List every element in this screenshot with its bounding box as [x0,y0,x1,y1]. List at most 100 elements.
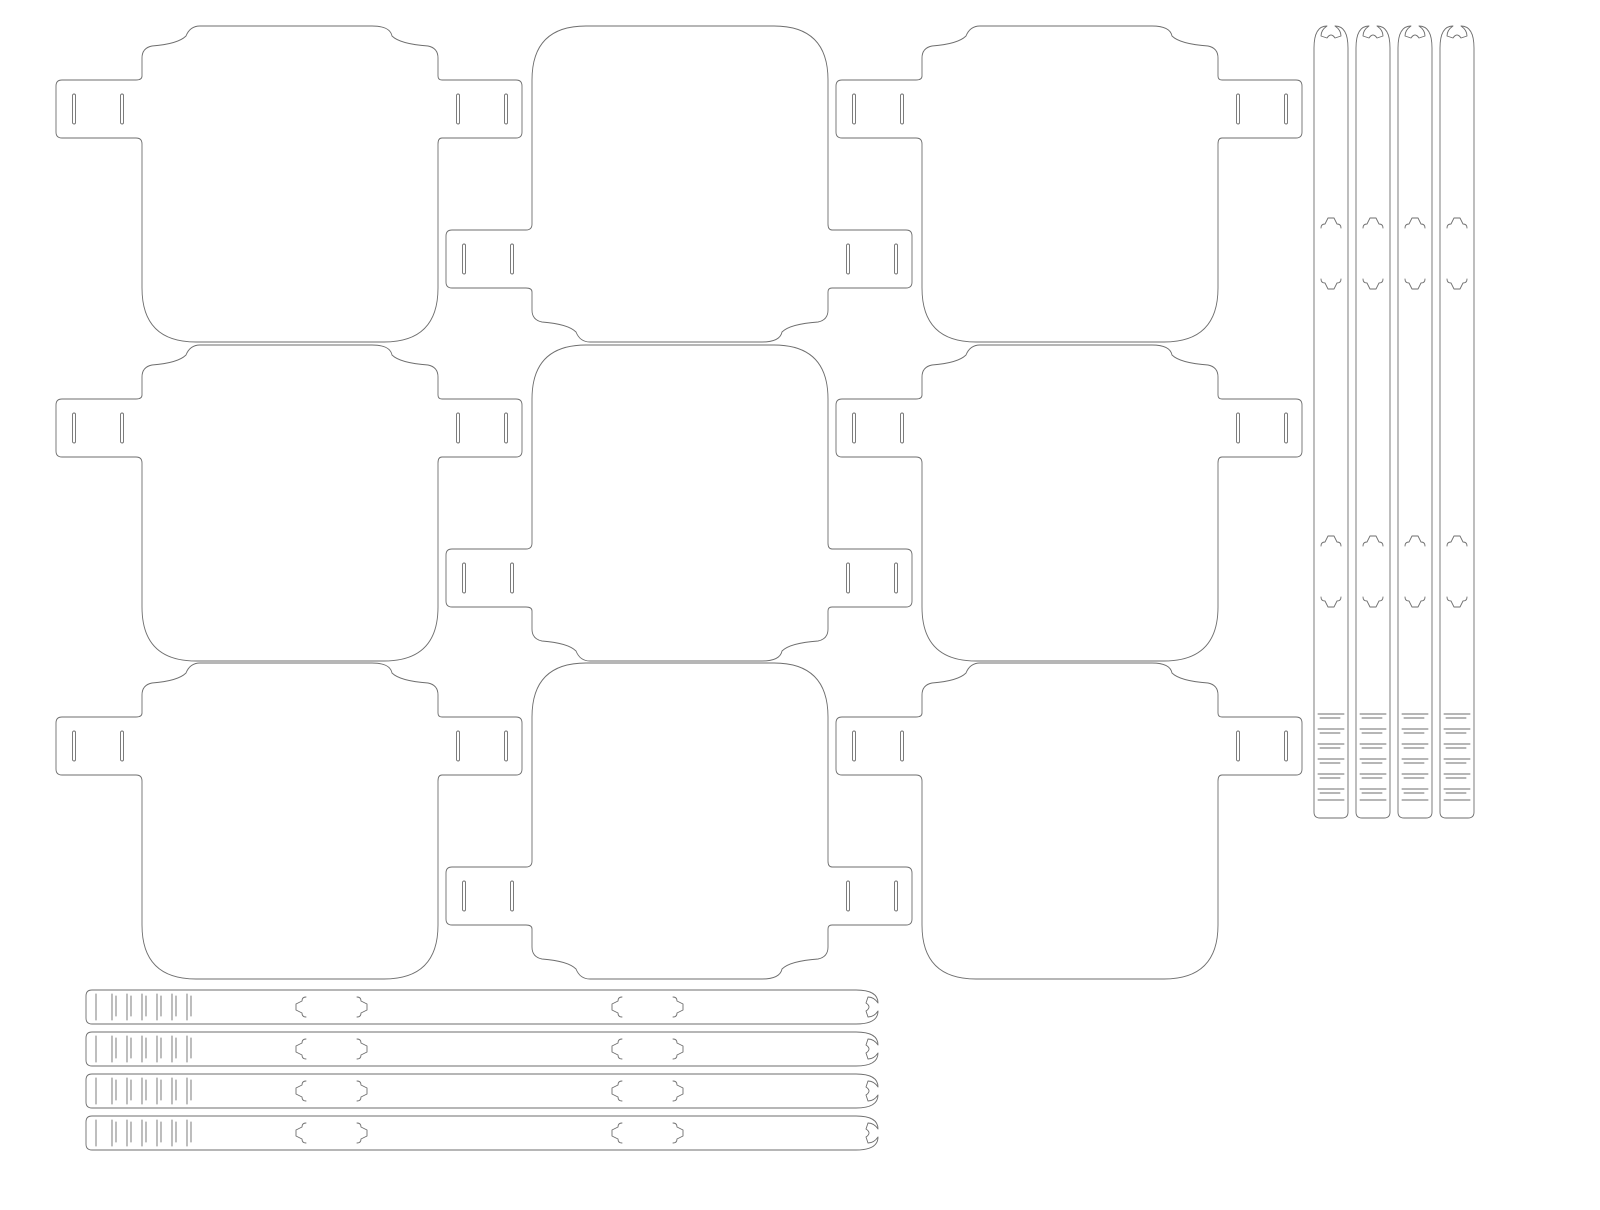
notch-slot [126,1035,132,1063]
clip-cutout [1446,535,1468,547]
notch-slot [1443,713,1471,719]
clip-cutout [611,1122,623,1144]
horizontal-strap-outline [85,989,879,1025]
horizontal-strap [85,989,879,1025]
tab-slot [1236,412,1240,444]
notch-slot [111,993,117,1021]
clip-cutout [1404,278,1426,290]
tab-slot [1236,93,1240,125]
vertical-strap-outline [1313,25,1349,819]
clip-cutout [1362,278,1384,290]
tab-slot [456,730,460,762]
vertical-strap-outline [1397,25,1433,819]
tab-slot [510,562,514,594]
vertical-strap [1439,25,1475,819]
tab-slot [1284,93,1288,125]
clip-cutout [611,1038,623,1060]
face-shield [445,662,913,980]
vertical-strap [1397,25,1433,819]
face-shield-outline [55,662,523,980]
notch-slot [186,1035,192,1063]
clip-cutout [1404,596,1426,608]
notch-slot [1317,788,1345,794]
horizontal-straps-group [85,989,879,1151]
notch-slot [186,993,192,1021]
horizontal-strap [85,1115,879,1151]
face-shield-outline [835,344,1303,662]
notch-slot [1401,743,1429,749]
tab-slot [900,412,904,444]
horizontal-strap-outline [85,1073,879,1109]
notch-slot [126,993,132,1021]
tab-slot [72,412,76,444]
notch-slot [1401,728,1429,734]
notch-slot [1401,758,1429,764]
tab-slot [846,880,850,912]
notch-slot [186,1119,192,1147]
tab-slot [852,93,856,125]
clip-cutout [1320,278,1342,290]
horizontal-strap-outline [85,1115,879,1151]
tab-slot [504,730,508,762]
face-shield [835,25,1303,343]
clip-cutout [1362,217,1384,229]
face-shield-outline [55,25,523,343]
notch-slot [1317,728,1345,734]
clip-cutout [611,1080,623,1102]
clip-cutout [611,996,623,1018]
tab-slot [846,243,850,275]
clip-cutout [356,1080,368,1102]
tab-slot [846,562,850,594]
tab-slot [900,730,904,762]
notch-slot [1359,773,1387,779]
face-shield [55,344,523,662]
vertical-strap [1313,25,1349,819]
clip-cutout [1362,535,1384,547]
clip-cutout [295,1038,307,1060]
tab-slot [456,93,460,125]
tab-slot [1284,730,1288,762]
vertical-strap [1355,25,1391,819]
notch-slot [1443,773,1471,779]
clip-cutout [672,1122,684,1144]
notch-slot [1443,728,1471,734]
horizontal-strap [85,1073,879,1109]
face-shield [55,25,523,343]
tab-slot [504,93,508,125]
notch-slot [126,1077,132,1105]
tab-slot [462,562,466,594]
notch-slot [1359,788,1387,794]
notch-slot [156,1119,162,1147]
clip-cutout [295,1080,307,1102]
notch-slot [1359,728,1387,734]
clip-cutout [672,1080,684,1102]
notch-slot [156,993,162,1021]
notch-slot [1443,788,1471,794]
clip-cutout [1320,535,1342,547]
clip-cutout [1320,596,1342,608]
clip-cutout [356,1038,368,1060]
notch-slot [171,993,177,1021]
notch-slot [186,1077,192,1105]
notch-slot [1443,743,1471,749]
tab-slot [894,243,898,275]
notch-slot [111,1035,117,1063]
tab-slot [456,412,460,444]
notch-slot [1359,758,1387,764]
tab-slot [900,93,904,125]
tab-slot [852,412,856,444]
face-shield [835,344,1303,662]
tab-slot [462,880,466,912]
face-shield [55,662,523,980]
notch-slot [156,1077,162,1105]
notch-slot [141,1119,147,1147]
tab-slot [1236,730,1240,762]
tab-slot [120,412,124,444]
clip-cutout [1362,596,1384,608]
horizontal-strap [85,1031,879,1067]
notch-slot [1317,758,1345,764]
notch-slot [1359,713,1387,719]
notch-slot [1317,713,1345,719]
notch-slot [1317,773,1345,779]
